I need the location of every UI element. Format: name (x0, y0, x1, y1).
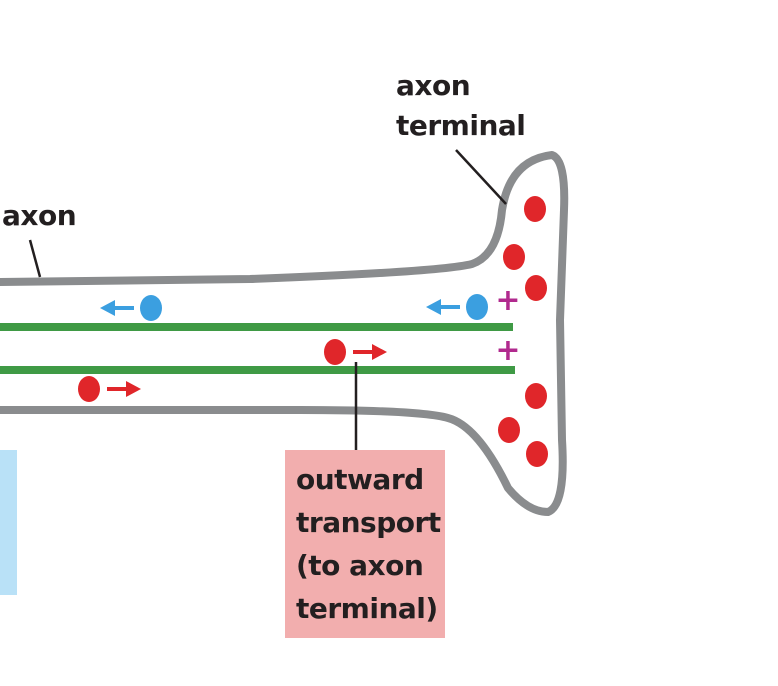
microtubule-lower (0, 366, 515, 374)
plus-charge: + (495, 333, 520, 368)
outward-transport-box: outward transport (to axon terminal) (285, 450, 445, 638)
axon-membrane (0, 151, 569, 516)
axon-label: axon (2, 199, 77, 232)
arrow-left-icon (100, 300, 134, 316)
terminal-vesicle (525, 275, 547, 301)
terminal-vesicle (524, 196, 546, 222)
microtubule-upper (0, 323, 513, 331)
outward-vesicle (324, 339, 387, 365)
arrow-left-icon (426, 299, 460, 315)
leader-line-terminal (455, 149, 507, 205)
leader-line-axon (28, 239, 42, 278)
inward-transport-box (0, 450, 17, 595)
arrow-right-icon (107, 381, 141, 397)
arrow-right-icon (353, 344, 387, 360)
terminal-vesicles (498, 196, 548, 467)
outward-vesicle (78, 376, 141, 402)
plus-charge: + (495, 283, 520, 318)
terminal-vesicle (525, 383, 547, 409)
terminal-vesicle (503, 244, 525, 270)
inward-vesicle (426, 294, 488, 320)
terminal-vesicle (526, 441, 548, 467)
terminal-vesicle (498, 417, 520, 443)
inward-vesicle (100, 295, 162, 321)
axon-terminal-label: axon terminal (396, 69, 526, 142)
outward-transport-label: outward transport (to axon terminal) (296, 463, 441, 625)
